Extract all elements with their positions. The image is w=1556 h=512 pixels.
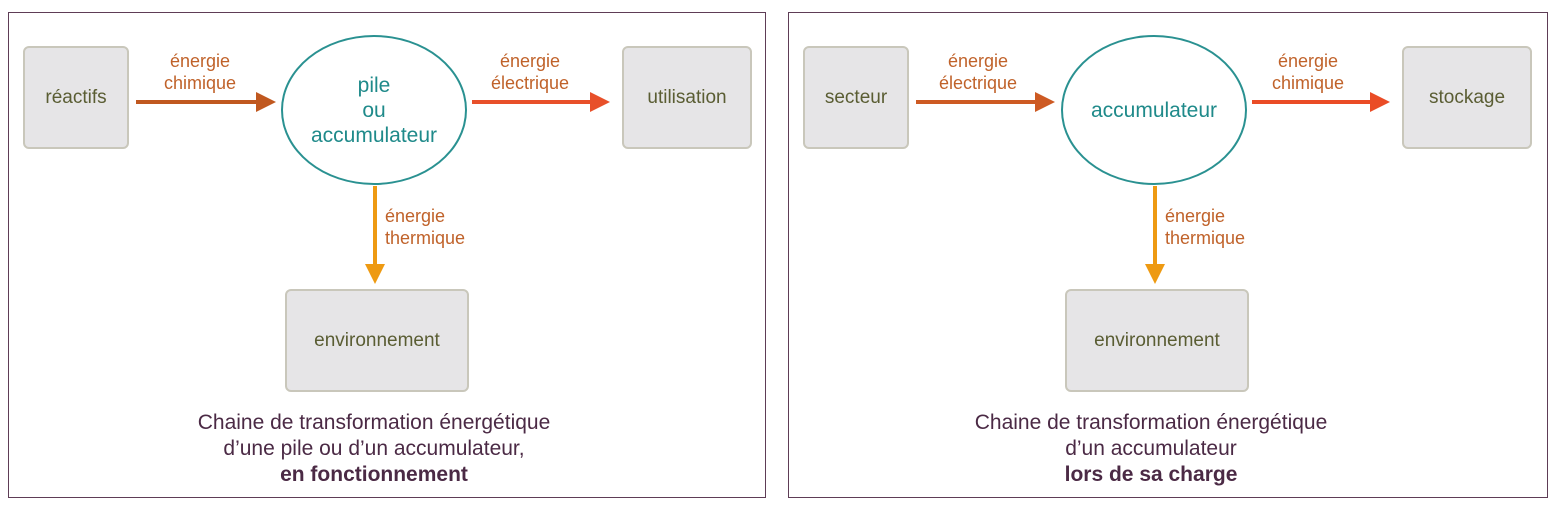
environment-box: environnement xyxy=(1065,289,1249,392)
environment-box-label: environnement xyxy=(1094,329,1220,351)
target-box: stockage xyxy=(1402,46,1532,149)
out-energy-label: énergie chimique xyxy=(1271,51,1345,93)
environment-box-label: environnement xyxy=(314,329,440,351)
arrow-out-left xyxy=(472,92,610,112)
arrow-in-right xyxy=(916,92,1055,112)
source-box-label: réactifs xyxy=(45,86,107,108)
arrow-down-right xyxy=(1145,186,1165,284)
converter-circle: pile ou accumulateur xyxy=(281,35,467,185)
down-energy-label: énergie thermique xyxy=(1165,206,1246,248)
caption-right: Chaine de transformation énergétique d’u… xyxy=(974,411,1328,486)
source-box-label: secteur xyxy=(824,86,888,108)
caption-left: Chaine de transformation énergétique d’u… xyxy=(197,411,551,486)
arrow-out-right xyxy=(1252,92,1390,112)
target-box-label: utilisation xyxy=(647,86,727,108)
in-energy-label: énergie chimique xyxy=(163,51,237,93)
source-box: réactifs xyxy=(23,46,129,149)
environment-box: environnement xyxy=(285,289,469,392)
converter-circle: accumulateur xyxy=(1061,35,1247,185)
down-energy-label: énergie thermique xyxy=(385,206,466,248)
arrow-down-left xyxy=(365,186,385,284)
target-box-label: stockage xyxy=(1428,86,1506,108)
source-box: secteur xyxy=(803,46,909,149)
out-energy-label: énergie électrique xyxy=(490,51,570,93)
arrow-in-left xyxy=(136,92,276,112)
in-energy-label: énergie électrique xyxy=(938,51,1018,93)
target-box: utilisation xyxy=(622,46,752,149)
